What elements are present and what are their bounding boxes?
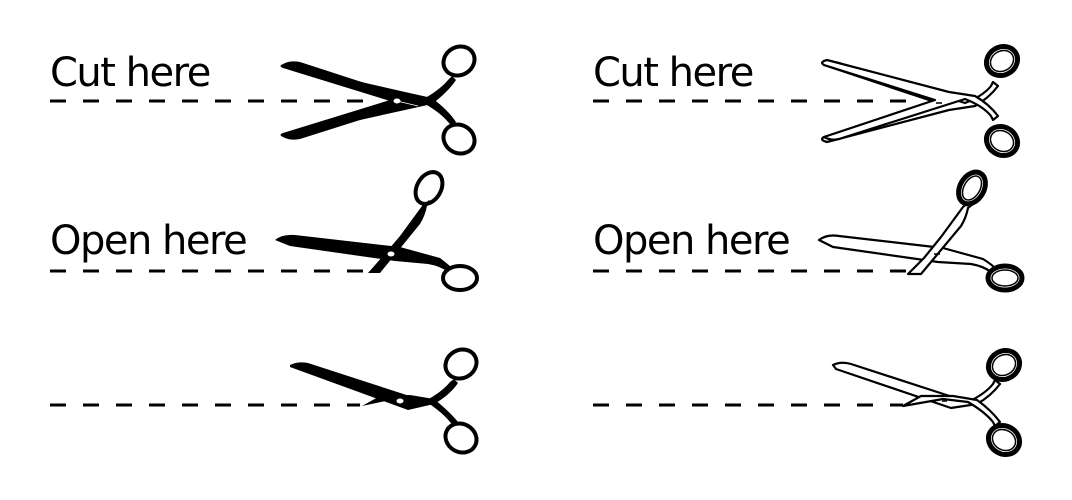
scissors-open-icon — [275, 170, 479, 292]
cut-here-label: Cut here — [593, 50, 754, 96]
scissors-cutting-icon — [831, 347, 1023, 458]
open-here-label: Open here — [593, 218, 791, 264]
outline-scissors-artwork — [593, 43, 1025, 458]
solid-scissors-panel: Cut here Open here — [50, 44, 479, 455]
outline-scissors-panel: Cut here Open here — [543, 0, 1072, 500]
scissors-cutting-icon — [290, 347, 479, 455]
scissors-closed-icon — [821, 43, 1021, 159]
open-here-label: Open here — [50, 218, 248, 264]
scissors-open-icon — [817, 169, 1025, 293]
solid-scissors-artwork — [50, 44, 479, 455]
cut-here-label: Cut here — [50, 50, 211, 96]
scissors-closed-icon — [280, 44, 477, 156]
